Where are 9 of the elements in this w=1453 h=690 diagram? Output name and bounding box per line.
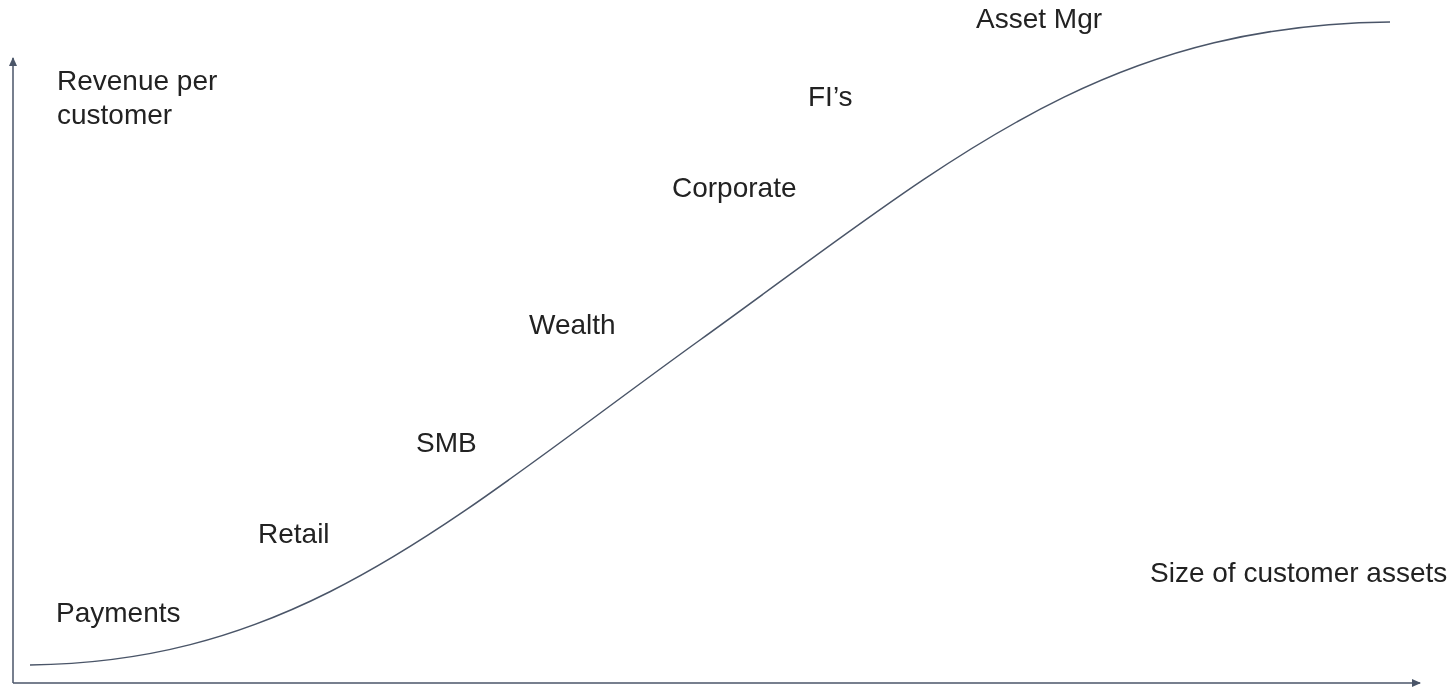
axis-title: Size of customer assets — [1150, 556, 1449, 590]
segment-label: Wealth — [529, 308, 616, 342]
segment-label: Corporate — [672, 171, 797, 205]
segment-label: FI’s — [808, 80, 853, 114]
segment-label: Asset Mgr — [976, 2, 1103, 36]
segment-label: Payments — [56, 596, 181, 630]
segment-label: Retail — [258, 517, 330, 551]
segment-label: SMB — [416, 426, 477, 460]
axis-title: Revenue per customer — [57, 64, 219, 132]
